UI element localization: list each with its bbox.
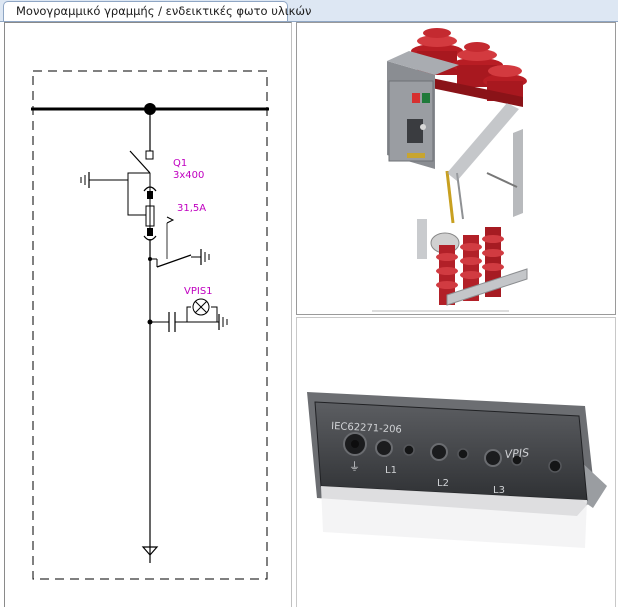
open-button [412, 93, 420, 103]
tab-bar: Μονογραμμικό γραμμής / ενδεικτικές φωτο … [0, 0, 618, 22]
floor-reflection [321, 486, 587, 548]
support-post [513, 129, 523, 217]
contact-upper [147, 191, 153, 199]
switchgear-photo [296, 22, 616, 315]
switch-blade [129, 150, 151, 174]
cubicle-frame [32, 70, 268, 580]
indicator-window [407, 119, 423, 143]
fuse-striker [166, 216, 175, 224]
key-hole [420, 124, 426, 130]
disconnector-contact [145, 150, 154, 160]
vpis-panel-photo: IEC62271-206 ⏚ L1 L2 L3 VPIS [296, 317, 616, 611]
fuse-rating: 31,5A [177, 203, 206, 214]
test-point [457, 448, 469, 460]
test-point [511, 454, 523, 466]
phase-2-label: L2 [437, 478, 449, 489]
brand-label: VPIS [504, 446, 529, 461]
breaker-label: Q1 [173, 158, 187, 169]
close-button [422, 93, 430, 103]
phase-1-label: L1 [385, 465, 397, 476]
tab-label: Μονογραμμικό γραμμής / ενδεικτικές φωτο … [16, 4, 312, 18]
drive-rod [456, 172, 464, 220]
standard-label: IEC62271-206 [331, 421, 402, 436]
frame-strut [447, 103, 519, 181]
switchgear-illustration [372, 28, 528, 312]
switch-body [127, 172, 150, 216]
cable-termination [141, 546, 159, 556]
single-line-diagram: Q1 3x400 31,5A VPIS1 [31, 70, 269, 580]
socket-l2 [430, 443, 448, 461]
earth-switch-blade [156, 254, 192, 268]
side-bracket [417, 219, 427, 259]
base-rail [446, 268, 528, 306]
contact-lower [147, 228, 153, 236]
breaker-rating: 3x400 [173, 170, 204, 181]
lamp-link [211, 306, 218, 322]
test-point [548, 459, 562, 473]
tab-single-line-diagram[interactable]: Μονογραμμικό γραμμής / ενδεικτικές φωτο … [3, 1, 311, 21]
phase-3-label: L3 [493, 485, 505, 496]
rating-plate [407, 153, 425, 158]
bushing-rail [417, 75, 523, 107]
socket-l1 [375, 439, 393, 457]
spring-link [486, 172, 518, 188]
vpis-panel-illustration: IEC62271-206 ⏚ L1 L2 L3 VPIS [307, 392, 607, 548]
indicator-label: VPIS1 [184, 286, 213, 297]
bottom-strip [0, 607, 618, 613]
single-line-diagram-panel: Q1 3x400 31,5A VPIS1 [4, 22, 292, 611]
earth-mark: ⏚ [349, 460, 360, 473]
lamp-cross [194, 300, 208, 314]
socket-l3 [484, 449, 502, 467]
lamp-link [186, 306, 191, 322]
socket-hole [351, 440, 359, 448]
mechanism-box-top [387, 51, 459, 75]
drive-rod [445, 170, 455, 224]
test-point [403, 444, 415, 456]
